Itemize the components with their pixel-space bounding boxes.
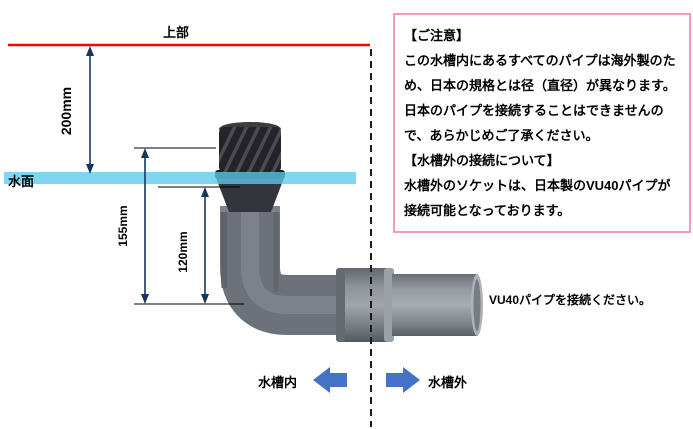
notice-line: 日本のパイプを接続することはできませんので、あらかじめご了承ください。	[404, 103, 664, 143]
notice-heading-caution: 【ご注意】	[404, 28, 470, 43]
outside-direction-arrow-icon	[386, 367, 420, 393]
strainer-slots	[219, 127, 281, 173]
vu40-note: VU40パイプを接続ください。	[489, 293, 652, 307]
dim-120-label: 120mm	[176, 231, 190, 273]
pipe-elbow-illustration	[215, 122, 483, 342]
socket-ring-left	[336, 268, 345, 342]
dim-120-arrow-up	[201, 187, 209, 197]
water-surface-band	[4, 172, 356, 184]
water-surface-label: 水面	[8, 174, 35, 189]
dim-200-label: 200mm	[58, 86, 74, 136]
tank-outside-label: 水槽外	[428, 375, 468, 390]
dim-200-arrow-up	[86, 46, 94, 56]
pipe-highlight	[241, 208, 340, 314]
socket-ring-right	[384, 268, 394, 342]
dim-155-label: 155mm	[116, 205, 130, 247]
inside-direction-arrow-icon	[313, 367, 347, 393]
dim-155-arrow-up	[141, 148, 149, 158]
notice-heading-connection: 【水槽外の接続について】	[404, 153, 560, 168]
pipe-socket	[336, 268, 394, 342]
outlet-pipe	[392, 274, 478, 336]
notice-line: この水槽内にあるすべてのパイプは海外製のため、日本の規格とは径（直径）が異なりま…	[404, 53, 676, 93]
pipe-elbow-body	[220, 208, 340, 335]
dim-155-arrow-down	[141, 294, 149, 304]
outlet-opening	[473, 279, 481, 331]
dimension-lines	[86, 46, 209, 304]
top-edge-label: 上部	[162, 25, 189, 40]
dim-200-arrow-down	[86, 164, 94, 174]
dim-120-arrow-down	[201, 294, 209, 304]
notice-box: 【ご注意】 この水槽内にあるすべてのパイプは海外製のため、日本の規格とは径（直径…	[393, 13, 691, 233]
tank-inside-label: 水槽内	[258, 375, 298, 390]
notice-line: 水槽外のソケットは、日本製のVU40パイプが接続可能となっております。	[404, 178, 671, 218]
reference-ticks	[134, 147, 244, 305]
